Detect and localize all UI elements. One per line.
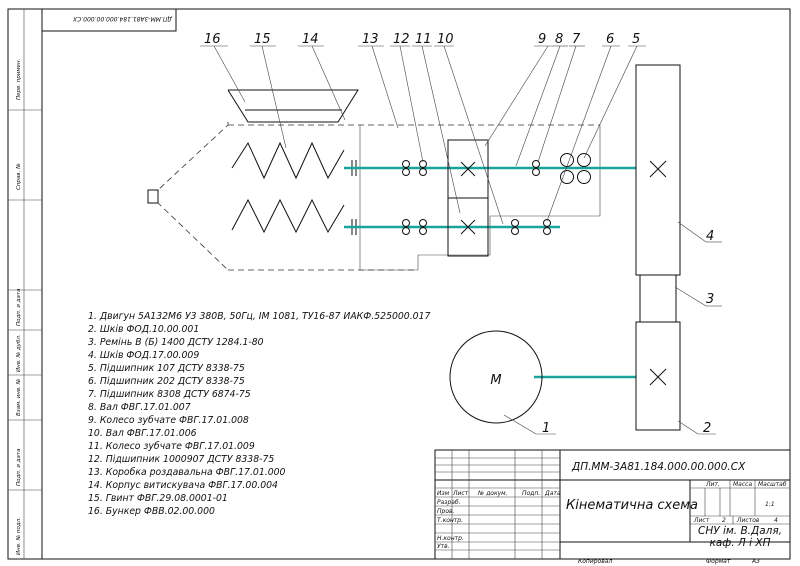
hopper-16	[227, 89, 359, 123]
tb-org-line2: каф. Л і ХП	[709, 537, 770, 549]
side-label: Инв. № дубл.	[16, 334, 22, 372]
callout-3: 3	[706, 292, 714, 307]
legend-item: 11. Колесо зубчате ФВГ.17.01.009	[88, 441, 255, 452]
callout-5: 5	[632, 32, 640, 47]
tb-format-value: А3	[751, 558, 760, 565]
callout-11: 11	[415, 32, 432, 47]
pulley-4	[635, 64, 681, 276]
tb-sheet-value: 2	[722, 517, 726, 524]
legend-item: 9. Колесо зубчате ФВГ.17.01.008	[88, 415, 249, 426]
side-label: Инв. № подл.	[16, 517, 22, 555]
legend-item: 7. Підшипник 8308 ДСТУ 6874-75	[88, 389, 251, 400]
tb-row-label: Утв.	[437, 543, 450, 550]
side-strip	[7, 8, 43, 560]
screw-lower-15	[231, 198, 345, 234]
legend-item: 1. Двигун 5А132М6 У3 380В, 50Гц, IM 1081…	[88, 311, 431, 322]
legend-item: 3. Ремінь В (Б) 1400 ДСТУ 1284.1-80	[88, 337, 264, 348]
drawing-title: Кінематична схема	[566, 498, 698, 513]
tb-row-label: Н.контр.	[437, 535, 464, 542]
tb-head-col: Лист	[452, 490, 469, 497]
callout-1: 1	[542, 421, 550, 436]
screw-upper-15	[231, 141, 345, 180]
callout-13: 13	[362, 32, 379, 47]
legend-item: 6. Підшипник 202 ДСТУ 8338-75	[88, 376, 245, 387]
bearing-7	[532, 160, 540, 176]
callout-10: 10	[437, 32, 454, 47]
tb-sheet-label: Лист	[693, 517, 710, 524]
parts-legend: 1. Двигун 5А132М6 У3 380В, 50Гц, IM 1081…	[88, 311, 431, 517]
bearing-lower-right	[511, 219, 551, 235]
legend-item: 4. Шків ФОД.17.00.009	[88, 350, 199, 361]
press-housing-14	[157, 122, 229, 271]
tb-mass-label: Масса	[733, 481, 752, 488]
side-label: Подп. и дата	[16, 288, 22, 326]
title-block-doc-code: ДП.ММ-3А81.184.000.00.000.СХ	[571, 461, 746, 473]
tb-row-label: Т.контр.	[437, 517, 463, 524]
tb-head-col: Подп.	[522, 490, 540, 497]
tb-row-label: Пров.	[437, 508, 455, 515]
bearing-12-lower	[402, 219, 427, 235]
callout-2: 2	[703, 421, 711, 436]
callout-6: 6	[606, 32, 614, 47]
callout-4: 4	[706, 229, 714, 244]
callout-16: 16	[204, 32, 221, 47]
callout-15: 15	[254, 32, 271, 47]
legend-item: 8. Вал ФВГ.17.01.007	[88, 402, 191, 413]
tb-scale-label: Масштаб	[758, 481, 787, 488]
tb-format-label: Формат	[706, 558, 731, 565]
legend-item: 2. Шків ФОД.10.00.001	[88, 324, 199, 335]
legend-item: 15. Гвинт ФВГ.29.08.0001-01	[88, 493, 228, 504]
side-label: Справ. №	[16, 163, 22, 190]
legend-item: 14. Корпус витискувача ФВГ.17.00.004	[88, 480, 278, 491]
callout-7: 7	[572, 32, 581, 47]
doc-code-stamp-box	[41, 8, 177, 32]
callout-8: 8	[555, 32, 563, 47]
tb-sheets-label: Листов	[736, 517, 760, 524]
title-block	[434, 449, 791, 560]
tb-scale-value: 1:1	[765, 501, 775, 508]
legend-item: 10. Вал ФВГ.17.01.006	[88, 428, 197, 439]
doc-code-stamp: ДП.ММ-3А81.184.000.00.000.СХ	[72, 15, 173, 22]
tb-lit-label: Лит.	[705, 481, 720, 488]
bearing-5	[577, 153, 591, 184]
tb-sheets-value: 4	[774, 517, 778, 524]
side-label: Перв. примен.	[16, 58, 22, 100]
motor-symbol: M	[490, 373, 501, 388]
gear-wheel-11	[447, 197, 489, 257]
gearbox-13	[359, 125, 601, 271]
legend-item: 13. Коробка роздавальна ФВГ.17.01.000	[88, 467, 286, 478]
motor-1	[449, 330, 543, 424]
legend-item: 12. Підшипник 1000907 ДСТУ 8338-75	[88, 454, 274, 465]
side-label: Подп. и дата	[16, 448, 22, 486]
pulley-2	[635, 321, 681, 431]
callout-14: 14	[302, 32, 319, 47]
tb-head-col: Изм	[437, 490, 450, 497]
callout-9: 9	[538, 32, 546, 47]
tb-org-line1: СНУ ім. В.Даля,	[698, 525, 782, 537]
tb-row-label: Разраб.	[437, 499, 461, 506]
tb-copied-label: Копировал	[578, 558, 612, 565]
legend-item: 16. Бункер ФВВ.02.00.000	[88, 506, 215, 517]
press-nozzle	[147, 189, 159, 204]
tb-head-col: № докум.	[477, 490, 508, 497]
tb-head-col: Дата	[544, 490, 561, 497]
side-label: Взам. инв. №	[16, 378, 22, 416]
legend-item: 5. Підшипник 107 ДСТУ 8338-75	[88, 363, 245, 374]
callout-12: 12	[393, 32, 410, 47]
